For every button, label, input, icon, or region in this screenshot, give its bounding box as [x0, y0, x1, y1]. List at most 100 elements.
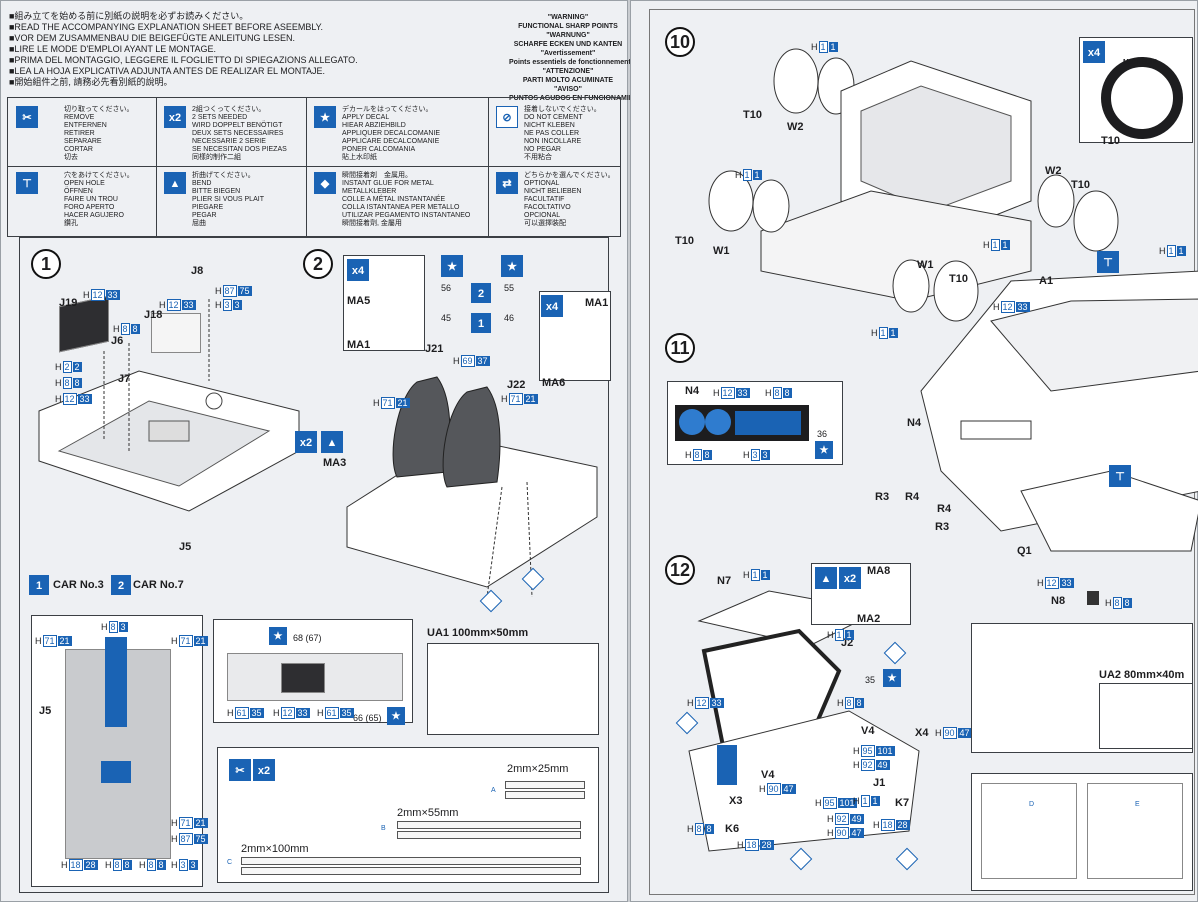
- part-k6-label: K6: [725, 823, 740, 835]
- part-r3-label: R3: [935, 521, 950, 533]
- x4-icon: x4: [347, 259, 369, 281]
- no-cement-icon: ⊘: [496, 106, 518, 128]
- tire-ring: [1101, 57, 1183, 139]
- decal-36: 36: [817, 429, 828, 439]
- warning-line: PUNTOS AGUDOS EN FUNCIONAMIENTO: [509, 95, 649, 102]
- part-v4-label: V4: [761, 769, 775, 781]
- left-instruction-page: ■組み立てを始める前に別紙の説明を必ずお読みください。 ■READ THE AC…: [0, 0, 649, 902]
- x2-icon: x2: [839, 567, 861, 589]
- note-line: ■組み立てを始める前に別紙の説明を必ずお読みください。: [9, 11, 249, 21]
- part-t10-label: T10: [1101, 135, 1120, 147]
- warning-line: "WARNING": [547, 14, 589, 21]
- x2-icon: x2: [164, 106, 186, 128]
- mudflap-e-outline: [1087, 783, 1183, 879]
- warning-line: SCHARFE ECKEN UND KANTEN: [513, 41, 623, 48]
- part-x4-label: X4: [915, 727, 929, 739]
- warning-line: FUNCTIONAL SHARP POINTS: [518, 23, 618, 30]
- rod-a-template: [505, 781, 585, 789]
- star-icon: ★: [387, 707, 405, 725]
- bend-icon: ▲: [815, 567, 837, 589]
- decal-35: 35: [865, 675, 876, 685]
- notes-block: ■組み立てを始める前に別紙の説明を必ずお読みください。 ■READ THE AC…: [9, 11, 358, 88]
- part-t10-label: T10: [743, 109, 762, 121]
- mudflap-d-letter: D: [1029, 801, 1035, 808]
- headlight-shape: [705, 409, 731, 435]
- x4-icon: x4: [1083, 41, 1105, 63]
- warning-line: "WARNUNG": [546, 32, 590, 39]
- rod-b-template: [397, 831, 581, 839]
- part-w2-label: W2: [1045, 165, 1062, 177]
- part-j5-label: J5: [39, 705, 52, 717]
- part-ma8-label: MA8: [867, 565, 891, 577]
- ua2-label: UA2 80mm×40m: [1099, 669, 1185, 681]
- rod-a-template: [505, 791, 585, 799]
- ua2-template: [1099, 683, 1193, 749]
- part-ma1-right-label: MA1: [585, 297, 609, 309]
- part-a1-label: A1: [1039, 275, 1054, 287]
- dark-panel-shape: [281, 663, 325, 693]
- note-line: ■PRIMA DEL MONTAGGIO, LEGGERE IL FOGLIET…: [9, 55, 358, 65]
- step-2-seats-drawing: [346, 376, 598, 598]
- cut-icon: ✂: [16, 106, 38, 128]
- part-j18-shape: [151, 313, 201, 353]
- rod-c-size: 2mm×100mm: [241, 843, 309, 855]
- part-k7-label: K7: [895, 797, 910, 809]
- part-t10-label: T10: [675, 235, 694, 247]
- star-icon: ★: [501, 255, 523, 277]
- rod-a-letter: A: [491, 787, 496, 794]
- right-instruction-page: 10 x4 MICHELIN T10 W2 T10 W1 W2 T10 W1 T…: [630, 0, 1198, 902]
- step-1-number: 1: [31, 249, 61, 279]
- part-j8-label: J8: [191, 265, 204, 277]
- bend-icon: ▲: [321, 431, 343, 453]
- car-2-badge: 2: [111, 575, 131, 595]
- car-no-7-label: CAR No.7: [133, 579, 184, 591]
- part-ma5-label: MA5: [347, 295, 371, 307]
- ua1-label: UA1 100mm×50mm: [427, 627, 529, 639]
- part-j5-label: J5: [179, 541, 192, 553]
- tire-brand: MICHELIN: [1123, 59, 1157, 66]
- rod-b-letter: B: [381, 825, 386, 832]
- x4-icon: x4: [541, 295, 563, 317]
- rod-c-template: [241, 867, 581, 875]
- car-2-badge: 2: [471, 283, 491, 303]
- part-j2-label: J2: [841, 637, 854, 649]
- metal-glue-icon: ◆: [314, 172, 336, 194]
- warning-block: "WARNING" FUNCTIONAL SHARP POINTS "WARNU…: [509, 13, 649, 103]
- star-icon: ★: [815, 441, 833, 459]
- decal-56: 56: [441, 283, 452, 293]
- bend-icon: ▲: [164, 172, 186, 194]
- warning-line: "AVISO": [554, 86, 582, 93]
- warning-line: Points essentiels de fonctionnement: [509, 59, 631, 66]
